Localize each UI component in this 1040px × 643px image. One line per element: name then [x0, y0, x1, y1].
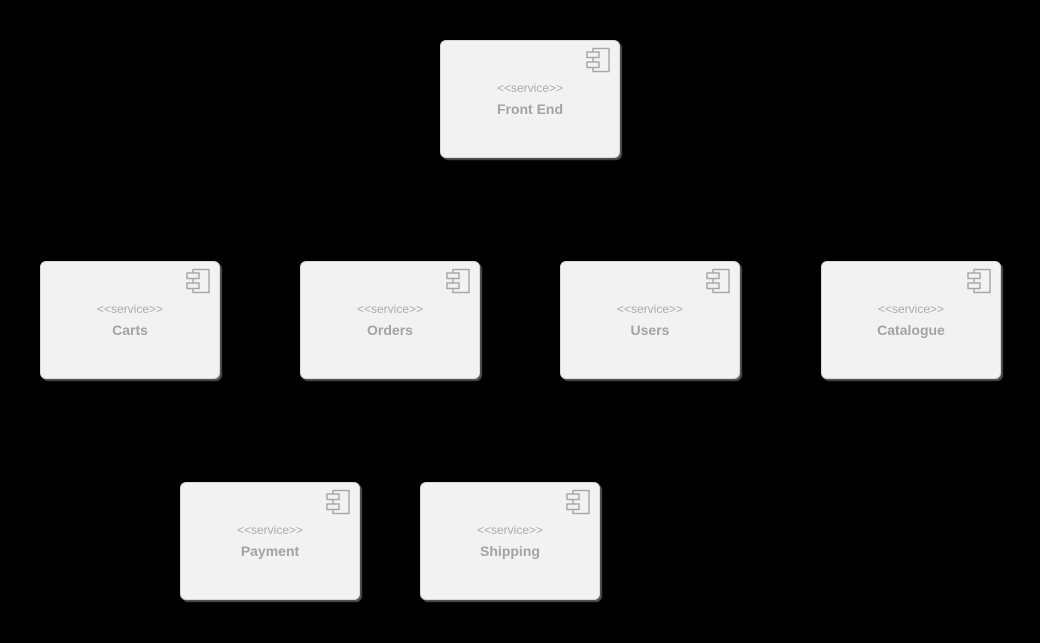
component-stereotype: <<service>>: [356, 302, 424, 316]
uml-component-icon: [326, 489, 350, 515]
component-stereotype: <<service>>: [616, 302, 684, 316]
uml-component-icon: [586, 47, 610, 73]
component-payment[interactable]: <<service>> Payment: [180, 482, 360, 600]
uml-component-icon: [446, 268, 470, 294]
component-name: Catalogue: [877, 322, 945, 338]
component-name: Users: [630, 322, 670, 338]
component-stereotype: <<service>>: [96, 302, 164, 316]
component-users[interactable]: <<service>> Users: [560, 261, 740, 379]
component-front-end[interactable]: <<service>> Front End: [440, 40, 620, 158]
component-carts[interactable]: <<service>> Carts: [40, 261, 220, 379]
component-name: Front End: [496, 101, 564, 117]
component-name: Shipping: [480, 543, 540, 559]
component-stereotype: <<service>>: [476, 523, 544, 537]
uml-component-icon: [186, 268, 210, 294]
uml-component-icon: [706, 268, 730, 294]
component-name: Payment: [240, 543, 300, 559]
component-name: Carts: [112, 322, 148, 338]
component-orders[interactable]: <<service>> Orders: [300, 261, 480, 379]
component-shipping[interactable]: <<service>> Shipping: [420, 482, 600, 600]
uml-component-icon: [967, 268, 991, 294]
component-catalogue[interactable]: <<service>> Catalogue: [821, 261, 1001, 379]
component-stereotype: <<service>>: [496, 81, 564, 95]
component-stereotype: <<service>>: [877, 302, 945, 316]
component-name: Orders: [367, 322, 413, 338]
uml-component-icon: [566, 489, 590, 515]
component-stereotype: <<service>>: [236, 523, 304, 537]
